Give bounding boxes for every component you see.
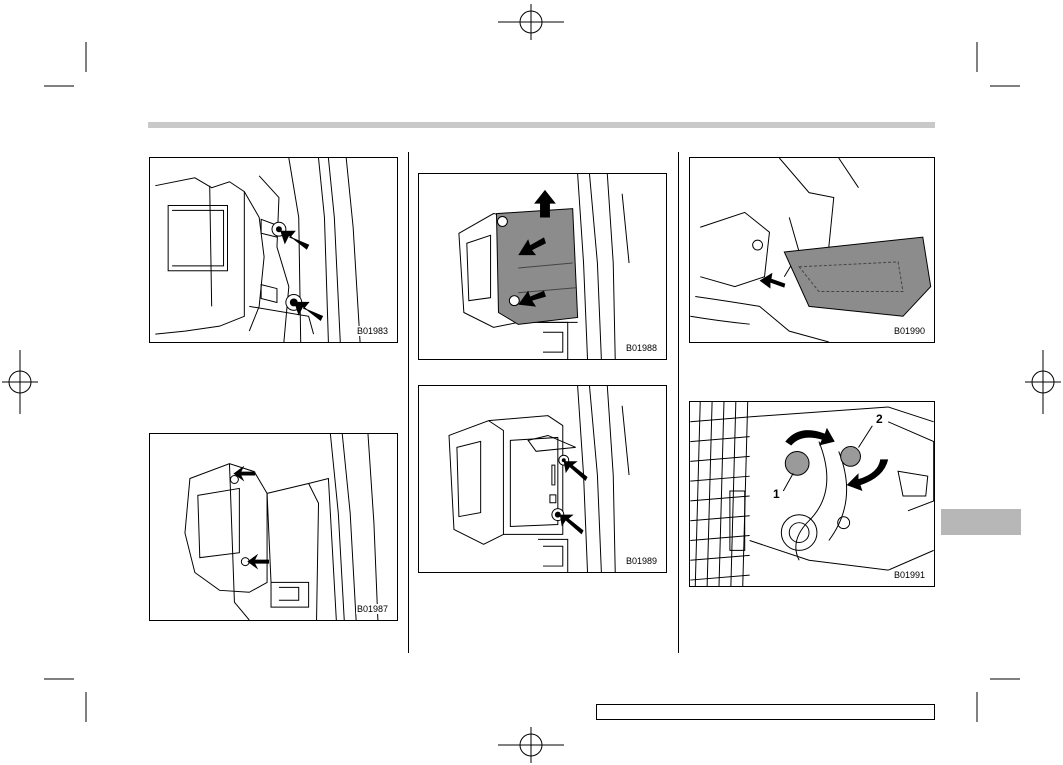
arrow-icon xyxy=(247,553,270,570)
figure-b01983: B01983 xyxy=(149,157,398,343)
figure-b01989-illustration xyxy=(448,386,630,572)
figure-code: B01990 xyxy=(892,326,926,336)
figure-b01989: B01989 xyxy=(418,385,667,573)
figure-b01991: 1 2 B01991 xyxy=(689,401,935,587)
arrow-icon xyxy=(759,272,786,289)
callout-1: 1 xyxy=(773,487,780,501)
rotate-arrow-icon xyxy=(785,427,835,446)
arrow-icon xyxy=(294,301,324,321)
figure-code: B01991 xyxy=(892,570,926,580)
registration-mark-bottom xyxy=(498,727,564,763)
wire-mesh xyxy=(690,402,750,586)
figure-code: B01983 xyxy=(355,326,389,336)
figure-b01988-illustration xyxy=(458,174,630,359)
figure-b01988: B01988 xyxy=(418,173,667,360)
figure-b01987-illustration xyxy=(184,434,379,620)
figure-b01990: B01990 xyxy=(689,157,935,343)
figure-b01983-illustration xyxy=(155,158,361,342)
callout-2: 2 xyxy=(876,412,883,426)
figure-code: B01989 xyxy=(624,556,658,566)
figure-b01991-illustration xyxy=(690,402,934,586)
tail-lamp-assembly xyxy=(783,236,932,317)
column-divider-1 xyxy=(408,152,409,653)
arrow-icon xyxy=(280,230,310,250)
footer-box xyxy=(596,704,935,720)
arrow-icon xyxy=(518,290,546,307)
arrow-icon xyxy=(518,237,546,256)
arrow-icon xyxy=(559,514,584,535)
registration-mark-top xyxy=(498,4,564,40)
bulb-socket-1 xyxy=(784,450,810,476)
figure-b01987: B01987 xyxy=(149,433,398,621)
rotate-arrow-icon xyxy=(846,459,889,492)
arrow-up-icon xyxy=(534,189,556,218)
registration-mark-left xyxy=(2,350,38,414)
arrow-icon xyxy=(563,461,588,481)
registration-mark-right xyxy=(1025,350,1061,414)
header-rule xyxy=(148,122,935,128)
section-side-tab xyxy=(941,509,1021,535)
figure-code: B01988 xyxy=(624,343,658,353)
figure-code: B01987 xyxy=(355,604,389,614)
column-divider-2 xyxy=(678,152,679,653)
figure-b01990-illustration xyxy=(690,158,932,342)
bulb-socket-2 xyxy=(840,446,861,467)
